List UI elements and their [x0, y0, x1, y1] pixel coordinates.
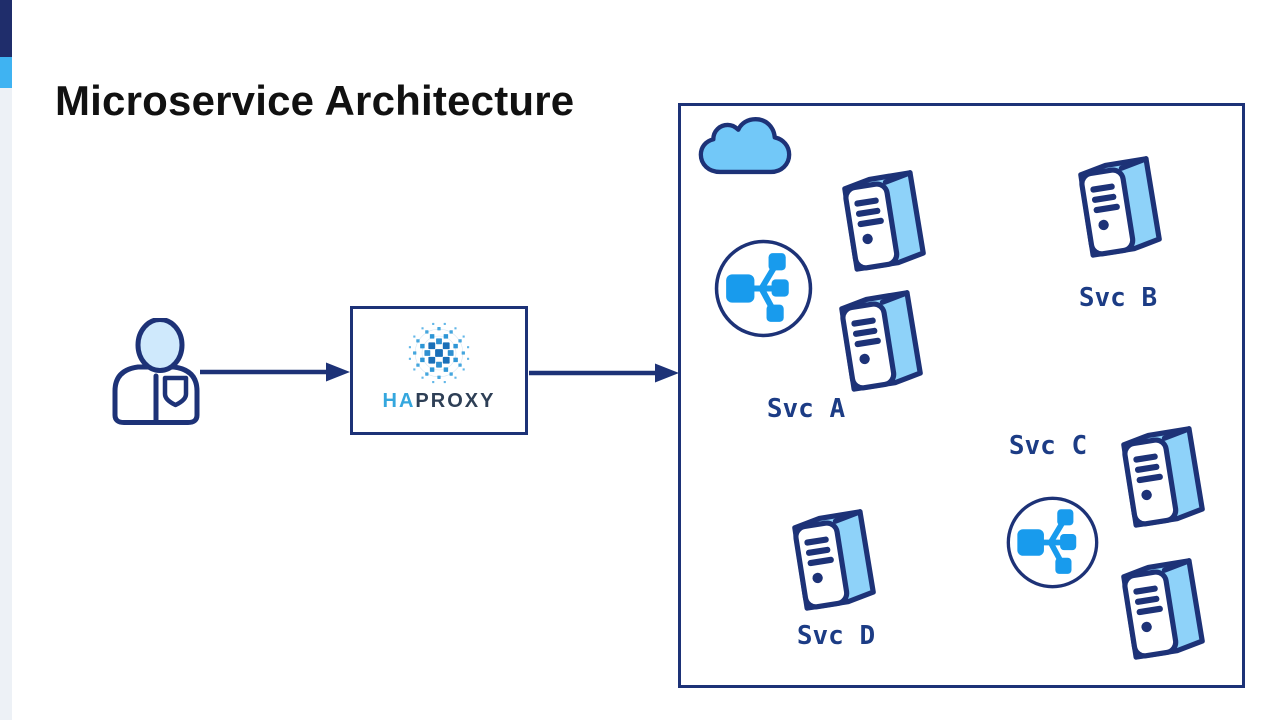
cloud-icon — [697, 116, 793, 178]
server-icon-svc-a-2 — [839, 287, 924, 393]
server-icon-svc-d — [792, 506, 877, 612]
arrow-user-to-haproxy-icon — [200, 361, 350, 383]
load-balancer-icon-svc-c — [1005, 495, 1100, 590]
accent-bar-blue — [0, 57, 12, 88]
load-balancer-icon-svc-a — [713, 238, 814, 339]
server-icon-svc-a-1 — [842, 167, 927, 273]
haproxy-label: HAPROXY — [383, 390, 496, 413]
accent-strip — [0, 88, 12, 720]
label-svc-d: Svc D — [796, 621, 876, 651]
arrow-haproxy-to-cluster-icon — [529, 362, 679, 384]
page-title: Microservice Architecture — [55, 77, 575, 124]
haproxy-label-proxy: PROXY — [415, 390, 496, 412]
user-icon — [112, 318, 200, 425]
haproxy-label-ha: HA — [382, 390, 416, 412]
label-svc-b: Svc B — [1078, 283, 1158, 313]
label-svc-a: Svc A — [766, 394, 846, 424]
server-icon-svc-c-2 — [1121, 555, 1206, 661]
label-svc-c: Svc C — [1008, 431, 1088, 461]
server-icon-svc-c-1 — [1121, 423, 1206, 529]
haproxy-node: HAPROXY — [350, 306, 528, 435]
server-icon-svc-b — [1078, 153, 1163, 259]
accent-bar-navy — [0, 0, 12, 57]
haproxy-logo-icon — [408, 322, 470, 384]
